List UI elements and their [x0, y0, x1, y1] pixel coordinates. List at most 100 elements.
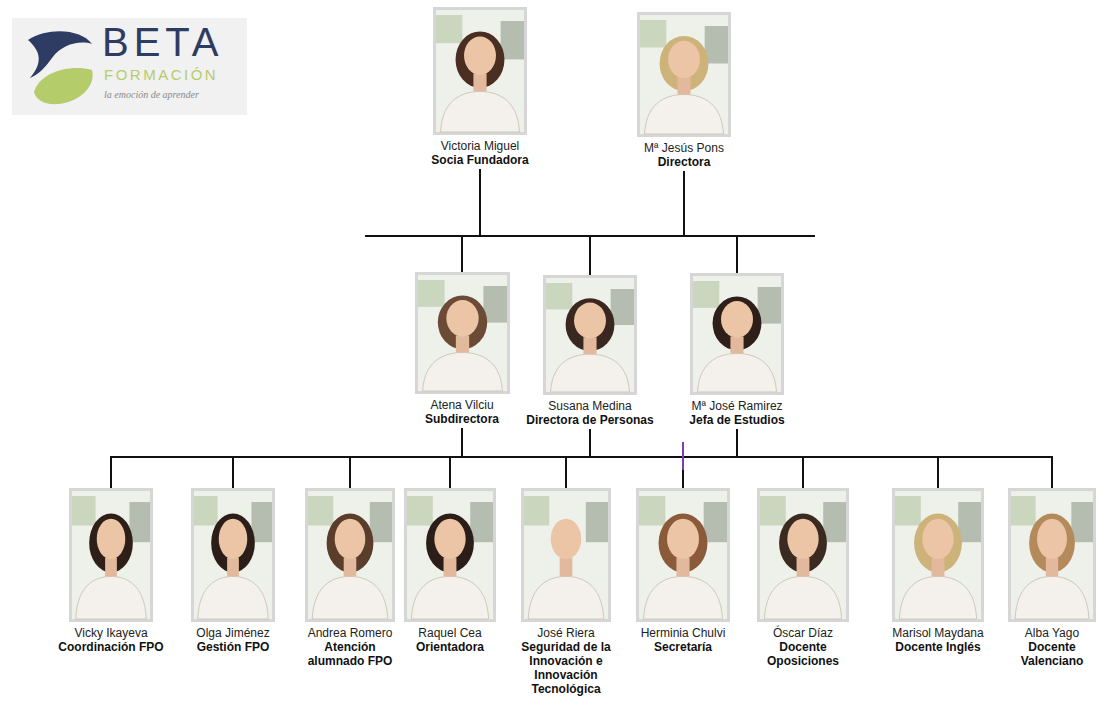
neck	[677, 77, 690, 95]
logo-wordmark: BETA	[102, 20, 224, 64]
wall-pattern	[704, 502, 727, 542]
org-connector	[566, 429, 590, 488]
portrait-photo	[1008, 488, 1096, 622]
portrait-photo	[892, 488, 984, 622]
logo-tagline: la emoción de aprender	[104, 89, 199, 101]
wall-pattern	[524, 496, 549, 525]
neck	[105, 558, 117, 577]
person-card: Raquel CeaOrientadora	[402, 488, 498, 654]
portrait-photo	[305, 488, 395, 622]
neck	[227, 558, 239, 577]
person-card: Susana MedinaDirectora de Personas	[522, 275, 658, 427]
face	[574, 303, 606, 339]
shoulders	[698, 354, 777, 392]
org-connector	[737, 429, 938, 488]
wall-pattern	[418, 280, 445, 307]
org-connector	[233, 429, 590, 488]
photo-ground	[407, 491, 493, 619]
person-name: Raquel Cea	[402, 626, 498, 640]
photo-ground	[546, 278, 634, 392]
wall-pattern	[436, 15, 462, 43]
neck	[455, 335, 468, 352]
neck	[473, 74, 486, 92]
person-name: Andrea Romero	[302, 626, 398, 640]
person-name: Herminia Chulvi	[633, 626, 733, 640]
portrait-photo	[521, 488, 611, 622]
photo-frame	[543, 275, 637, 395]
photo-frame	[191, 488, 275, 622]
portrait-photo	[69, 488, 153, 622]
wall-pattern	[129, 502, 150, 542]
person-card: Marisol MaydanaDocente Inglés	[883, 488, 993, 654]
job-title: Seguridad de la Innovación e Innovación …	[510, 640, 622, 696]
org-connector	[737, 429, 803, 488]
photo-ground	[693, 276, 781, 392]
person-name: Alba Yago	[1002, 626, 1102, 640]
org-connector	[590, 171, 684, 275]
neck	[932, 558, 945, 577]
shoulders	[551, 354, 630, 392]
photo-ground	[640, 15, 728, 134]
photo-frame	[892, 488, 984, 622]
person-name: Atena Vilciu	[407, 398, 517, 412]
face	[97, 519, 126, 559]
photo-frame	[305, 488, 395, 622]
portrait-photo	[636, 488, 730, 622]
portrait-photo	[433, 7, 527, 135]
face	[667, 519, 699, 559]
person-name: Victoria Miguel	[425, 139, 535, 153]
logo-blob	[34, 68, 93, 104]
logo-ground	[12, 18, 247, 115]
bus-line	[730, 235, 815, 237]
wall-pattern	[760, 496, 786, 525]
face	[922, 519, 953, 559]
photo-frame	[521, 488, 611, 622]
job-title: Docente Valenciano	[1002, 640, 1102, 668]
face	[446, 300, 478, 337]
org-connector	[350, 429, 737, 488]
shoulders	[899, 576, 976, 619]
neck	[583, 337, 596, 354]
job-title: Docente Oposiciones	[753, 640, 853, 668]
org-connector	[462, 169, 480, 272]
wall-pattern	[586, 502, 608, 542]
wall-pattern	[693, 281, 719, 308]
face	[219, 519, 248, 559]
org-connector	[233, 429, 737, 488]
face	[464, 36, 496, 74]
wall-pattern	[958, 502, 981, 542]
photo-frame	[69, 488, 153, 622]
photo-ground	[308, 491, 392, 619]
wall-pattern	[370, 502, 392, 542]
photo-ground	[436, 10, 524, 132]
neck	[730, 336, 743, 353]
photo-frame	[690, 273, 784, 395]
person-name: José Riera	[510, 626, 622, 640]
face	[721, 301, 753, 338]
logo-subtitle: FORMACIÓN	[104, 66, 218, 84]
org-connector	[590, 429, 683, 488]
job-title: Gestión FPO	[183, 640, 283, 654]
job-title: Directora de Personas	[522, 413, 658, 427]
shoulders	[411, 576, 488, 619]
photo-frame	[636, 488, 730, 622]
org-connector	[111, 429, 737, 488]
wall-pattern	[251, 502, 272, 542]
wall-pattern	[639, 496, 665, 525]
job-title: Subdirectora	[407, 412, 517, 426]
portrait-photo	[404, 488, 496, 622]
person-name: Mª José Ramirez	[672, 399, 802, 413]
shoulders	[645, 95, 724, 135]
wall-pattern	[407, 496, 433, 525]
wall-pattern	[895, 496, 921, 525]
shoulders	[312, 576, 388, 619]
shoulders	[422, 353, 502, 391]
person-card: Mª Jesús PonsDirectora	[629, 12, 739, 169]
wall-pattern	[823, 502, 846, 542]
wall-pattern	[1071, 502, 1093, 542]
person-card: José RieraSeguridad de la Innovación e I…	[510, 488, 622, 696]
org-connector	[462, 171, 684, 272]
photo-frame	[404, 488, 496, 622]
bus-line	[365, 235, 470, 237]
